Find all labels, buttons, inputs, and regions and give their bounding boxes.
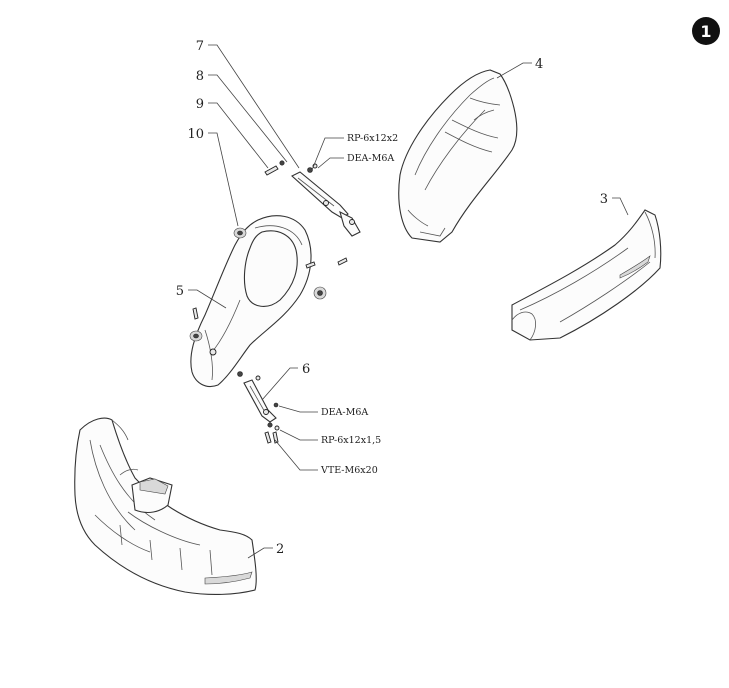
- callout-4: 4: [535, 57, 543, 72]
- part-5-oval-frame: [190, 215, 312, 388]
- hardware-label-vte-m6x20: VTE-M6x20: [320, 465, 378, 476]
- callout-2: 2: [276, 542, 284, 557]
- part-2-front-cover: [74, 417, 257, 596]
- page-badge: 1: [692, 17, 720, 45]
- hardware-label-dea-m6a-lower: DEA-M6A: [321, 407, 368, 418]
- bracket-7: [291, 171, 361, 237]
- hardware-label-rp-6x12x2: RP-6x12x2: [347, 133, 398, 144]
- callout-8: 8: [196, 69, 204, 84]
- callout-9: 9: [196, 97, 204, 112]
- hardware-label-dea-m6a-upper: DEA-M6A: [347, 153, 394, 164]
- part-4-upper-cover: [398, 69, 518, 243]
- bracket-6: [243, 379, 277, 423]
- hardware-items: [189, 160, 348, 444]
- callout-6: 6: [302, 362, 310, 377]
- callout-3: 3: [600, 192, 608, 207]
- hardware-label-rp-6x12x1-5: RP-6x12x1,5: [321, 435, 381, 446]
- callout-10: 10: [187, 127, 204, 142]
- part-3-side-cover: [511, 209, 662, 341]
- callout-5: 5: [176, 284, 184, 299]
- callout-7: 7: [196, 39, 204, 54]
- leader-lines: [188, 44, 629, 559]
- page-badge-number: 1: [700, 22, 711, 41]
- hardware-code-labels: RP-6x12x2 DEA-M6A DEA-M6A RP-6x12x1,5 VT…: [320, 133, 398, 476]
- callout-numbers: 7 8 9 10 5 6 4 3 2: [176, 39, 608, 557]
